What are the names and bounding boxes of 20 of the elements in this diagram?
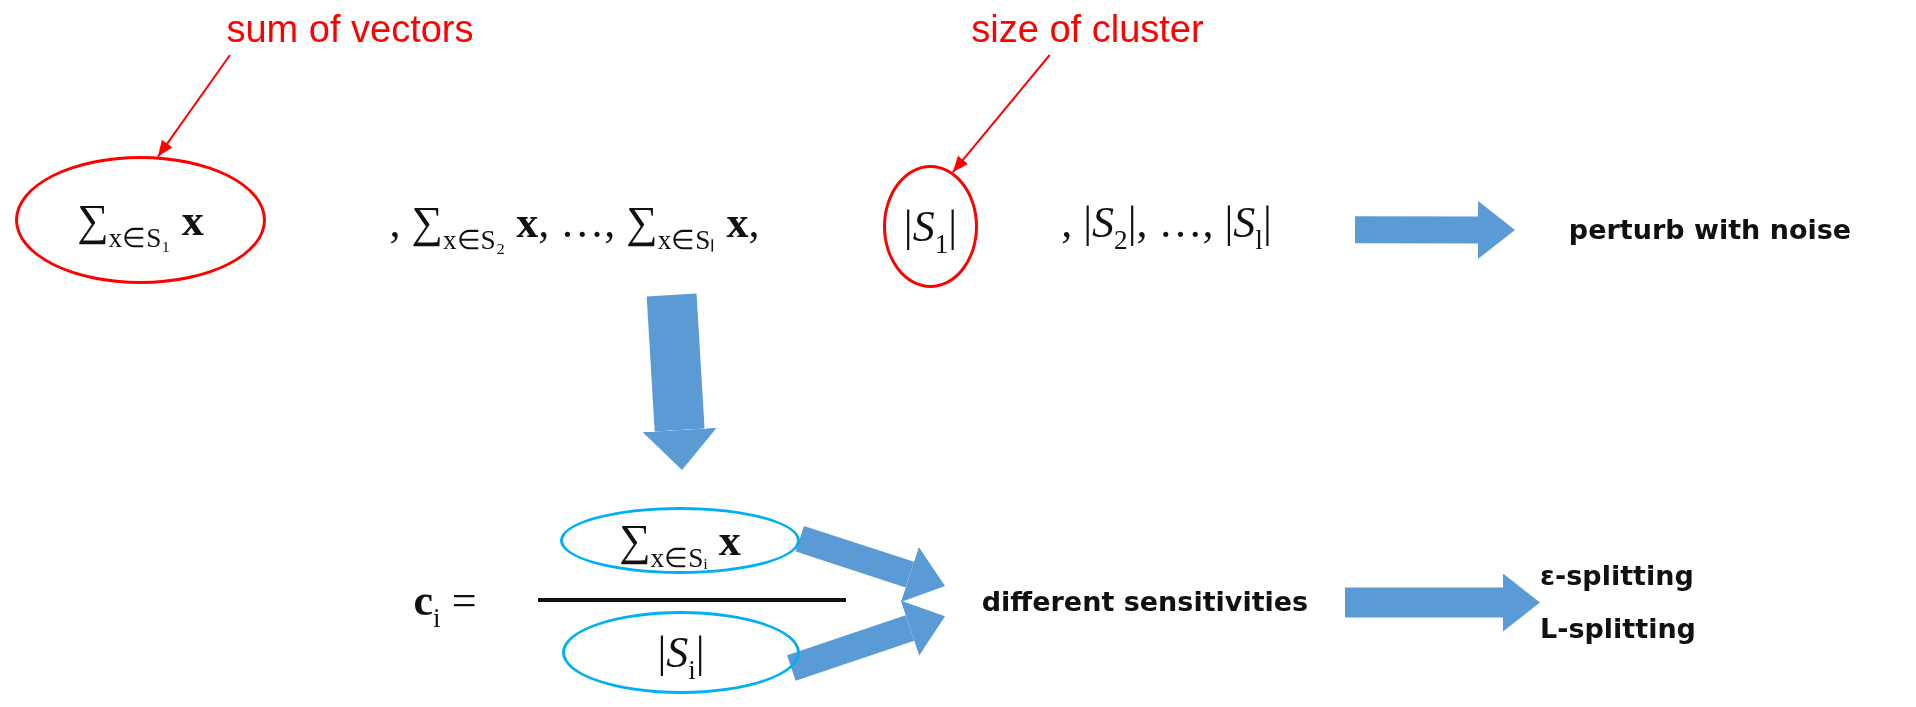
result-label: ε-splitting — [1540, 558, 1694, 593]
block-arrow — [642, 293, 717, 470]
block-arrow — [787, 600, 945, 681]
annotation-label: size of cluster — [971, 7, 1204, 53]
leader-arrow — [951, 54, 1051, 174]
result-label: different sensitivities — [981, 586, 1309, 619]
highlight-ellipse: |S$_{1}$| — [883, 165, 978, 288]
block-arrow — [1345, 573, 1540, 632]
formula-text: , |S$_{2}$|, …, |S$_{l}$| — [1060, 197, 1273, 258]
block-arrow — [1355, 200, 1515, 259]
formula-text: c$_{i}$ = — [412, 574, 478, 630]
highlight-ellipse: ∑$_{x∈S₁}$ x — [15, 156, 266, 284]
highlight-ellipse: |S$_{i}$| — [562, 611, 800, 694]
annotation-label: sum of vectors — [226, 7, 474, 53]
highlight-ellipse: ∑$_{x∈Sᵢ}$ x — [560, 507, 800, 574]
result-label: L-splitting — [1540, 611, 1696, 646]
block-arrow — [795, 525, 945, 603]
leader-arrow — [156, 54, 231, 158]
result-label: perturb with noise — [1568, 213, 1852, 247]
formula-text: , ∑$_{x∈S₂}$ x, …, ∑$_{x∈Sₗ}$ x, — [388, 197, 761, 258]
